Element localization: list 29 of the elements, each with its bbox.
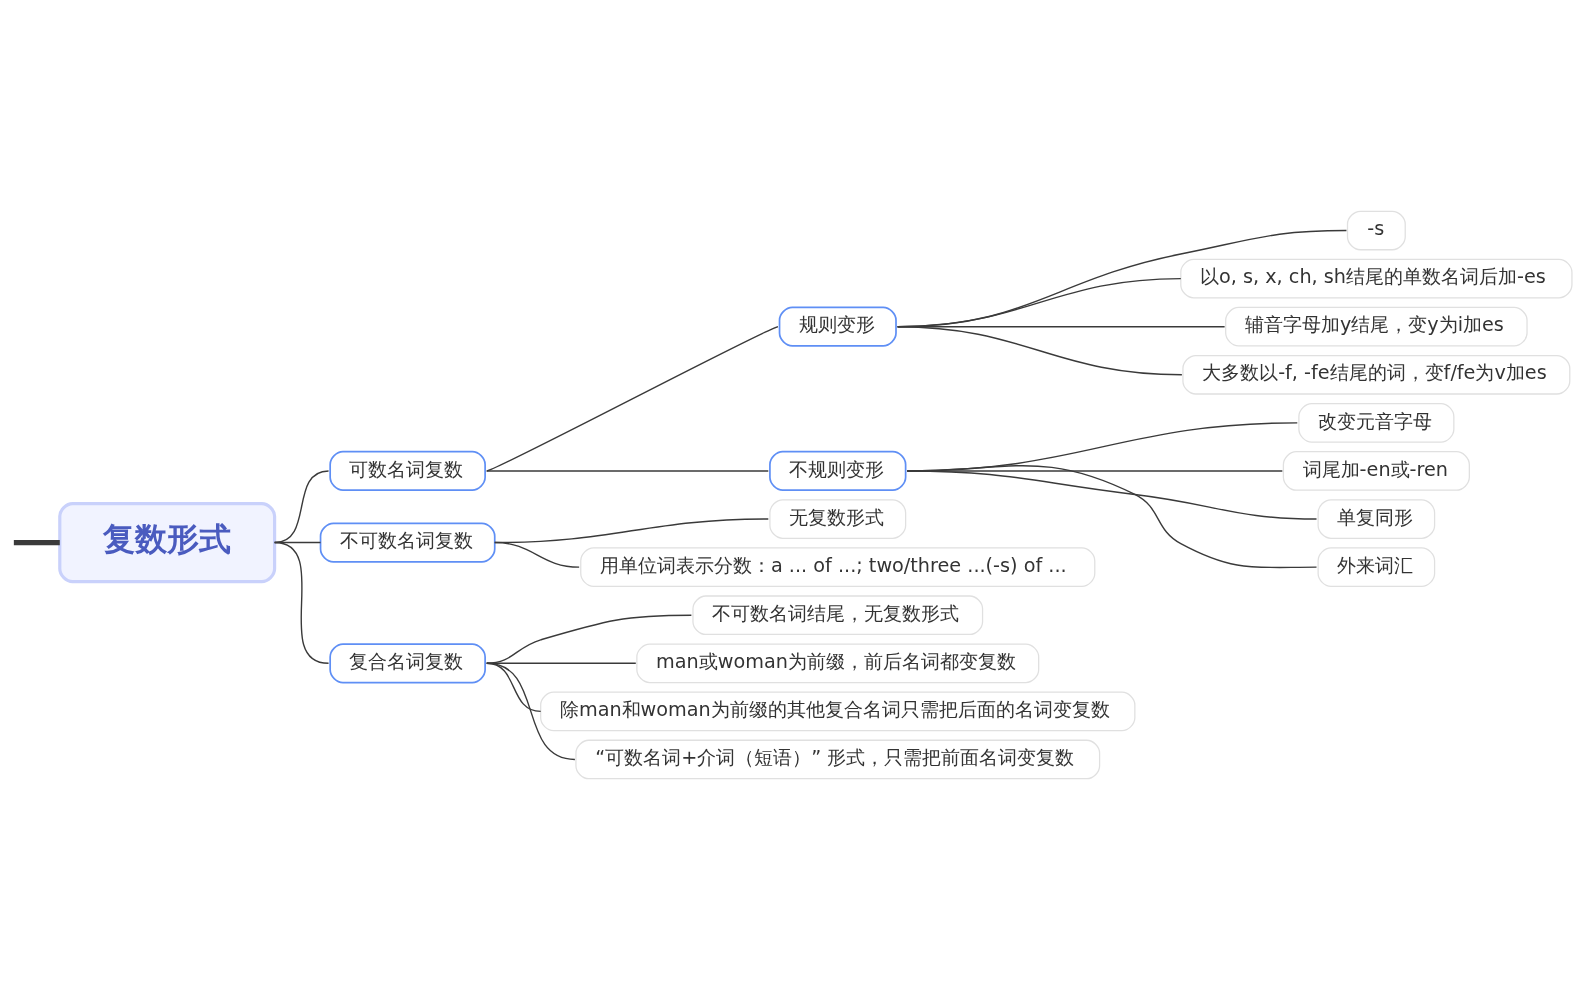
connector	[486, 614, 693, 664]
connector	[486, 469, 769, 472]
node-box: 复合名词复数	[329, 642, 486, 683]
node-box: 以o, s, x, ch, sh结尾的单数名词后加-es	[1180, 258, 1573, 298]
connector	[896, 325, 1183, 375]
node-box: 改变元音字母	[1298, 402, 1455, 443]
node-box: 不可数名词复数	[319, 521, 496, 563]
node-box: 除man和woman为前缀的其他复合名词只需把后面的名词变复数	[540, 691, 1136, 731]
node-box: 单复同形	[1317, 498, 1436, 539]
node-box: 复数形式	[58, 501, 277, 583]
node-box: 不可数名词结尾，无复数形式	[692, 594, 984, 635]
connector	[273, 541, 330, 664]
node-box: -s	[1346, 210, 1406, 250]
node-box: man或woman为前缀，前后名词都变复数	[636, 642, 1040, 683]
node-box: 大多数以-f, -fe结尾的词，变f/fe为v加es	[1182, 354, 1571, 395]
node-box: 词尾加-en或-ren	[1282, 450, 1470, 491]
node-box: 外来词汇	[1317, 546, 1436, 587]
node-box: 辅音字母加y结尾，变y为i加es	[1225, 306, 1528, 347]
node-box: 不规则变形	[769, 450, 907, 491]
node-box: 无复数形式	[769, 498, 907, 539]
connector	[486, 662, 576, 760]
connector	[13, 539, 60, 545]
node-box: 用单位词表示分数：a ... of ...; two/three ...(-s) of ...	[580, 546, 1096, 587]
connector	[486, 325, 779, 472]
node-box: 规则变形	[778, 306, 897, 347]
connector	[494, 541, 580, 568]
connector	[906, 464, 1318, 568]
node-box: 可数名词复数	[329, 450, 486, 491]
node-box: “可数名词+介词（短语）” 形式，只需把前面名词变复数	[575, 739, 1101, 779]
